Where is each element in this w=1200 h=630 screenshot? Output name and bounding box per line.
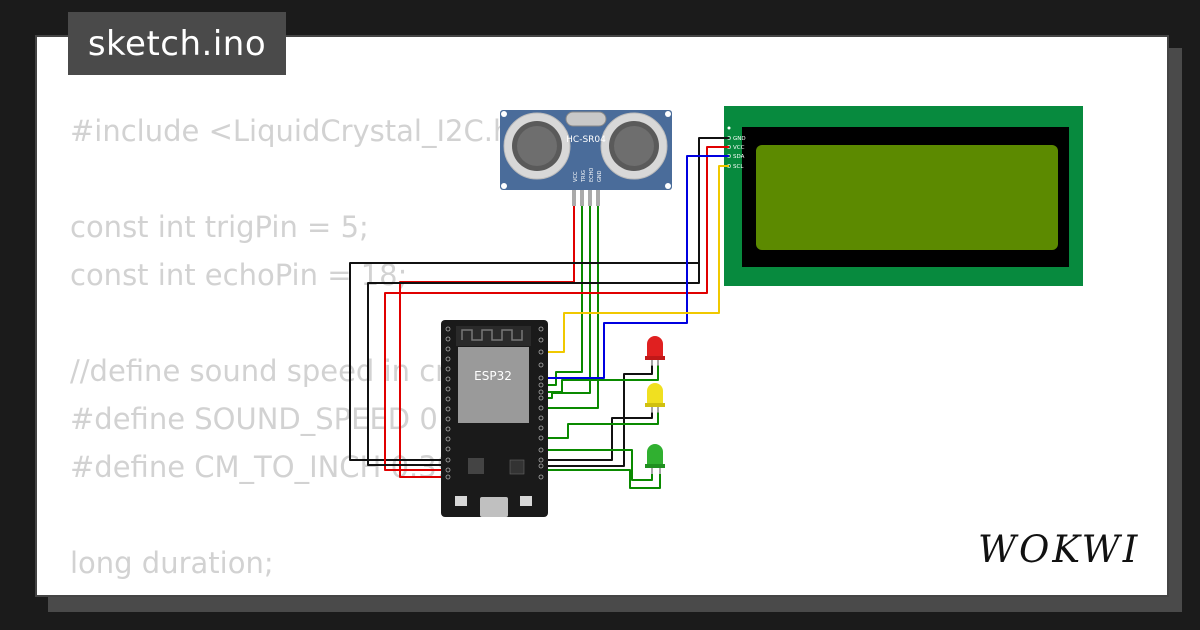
wire-led-green-sig — [544, 449, 653, 481]
wire-led-yellow-gnd — [544, 412, 653, 461]
sensor-pin-label: TRIG — [581, 170, 587, 183]
code-line: const int echoPin = 18; — [70, 258, 408, 292]
code-line: float distanceCm; — [70, 587, 536, 595]
code-line: #include <LiquidCrystal_I2C.h> — [70, 114, 536, 148]
lcd-pin-label: SCL — [733, 164, 744, 170]
wires — [349, 137, 729, 489]
wire-gnd-2 — [367, 263, 700, 466]
lcd-pin-label: VCC — [733, 145, 745, 151]
wire-sensor-echo — [544, 206, 591, 399]
wokwi-logo: WOKWI — [978, 528, 1141, 571]
code-line: //define sound speed in cm/uS — [70, 354, 510, 388]
file-tab[interactable]: sketch.ino — [68, 12, 286, 75]
wire-lcd-vcc — [384, 146, 729, 471]
sensor-title: HC-SR04 — [566, 135, 606, 145]
wire-sensor-gnd — [544, 206, 599, 409]
wire-led-red-sig — [544, 365, 659, 393]
sensor-pin-label: ECHO — [589, 168, 595, 182]
led-red[interactable] — [645, 336, 665, 366]
lcd-pin-label: GND — [733, 136, 746, 142]
sensor-pin-label: GND — [597, 170, 603, 182]
wire-led-yellow-sig — [544, 412, 659, 439]
esp32-label: ESP32 — [474, 369, 512, 383]
wire-led-green-gnd — [544, 469, 661, 489]
code-line: const int trigPin = 5; — [70, 210, 369, 244]
usb-port — [480, 497, 508, 517]
esp32-module — [458, 347, 529, 423]
lcd-screen — [756, 145, 1058, 250]
esp32-pins — [445, 326, 544, 480]
wire-led-red-gnd — [544, 365, 653, 467]
wire-lcd-gnd — [349, 137, 729, 461]
sensor-pin-label: VCC — [573, 171, 579, 182]
wire-lcd-sda — [544, 155, 729, 379]
wire-sensor-trig — [544, 206, 583, 386]
lcd-display[interactable]: GND VCC SDA SCL — [724, 106, 1083, 286]
code-line: long duration; — [70, 546, 274, 580]
led-green[interactable] — [645, 444, 665, 474]
wire-lcd-scl — [544, 165, 729, 353]
code-line: #define SOUND_SPEED 0.034 — [70, 402, 503, 436]
led-yellow[interactable] — [645, 383, 665, 413]
esp32-board[interactable]: ESP32 — [441, 320, 548, 517]
ultrasonic-sensor[interactable]: HC-SR04 VCC TRIG ECHO GND — [500, 110, 672, 206]
lcd-pin-label: SDA — [733, 154, 745, 160]
